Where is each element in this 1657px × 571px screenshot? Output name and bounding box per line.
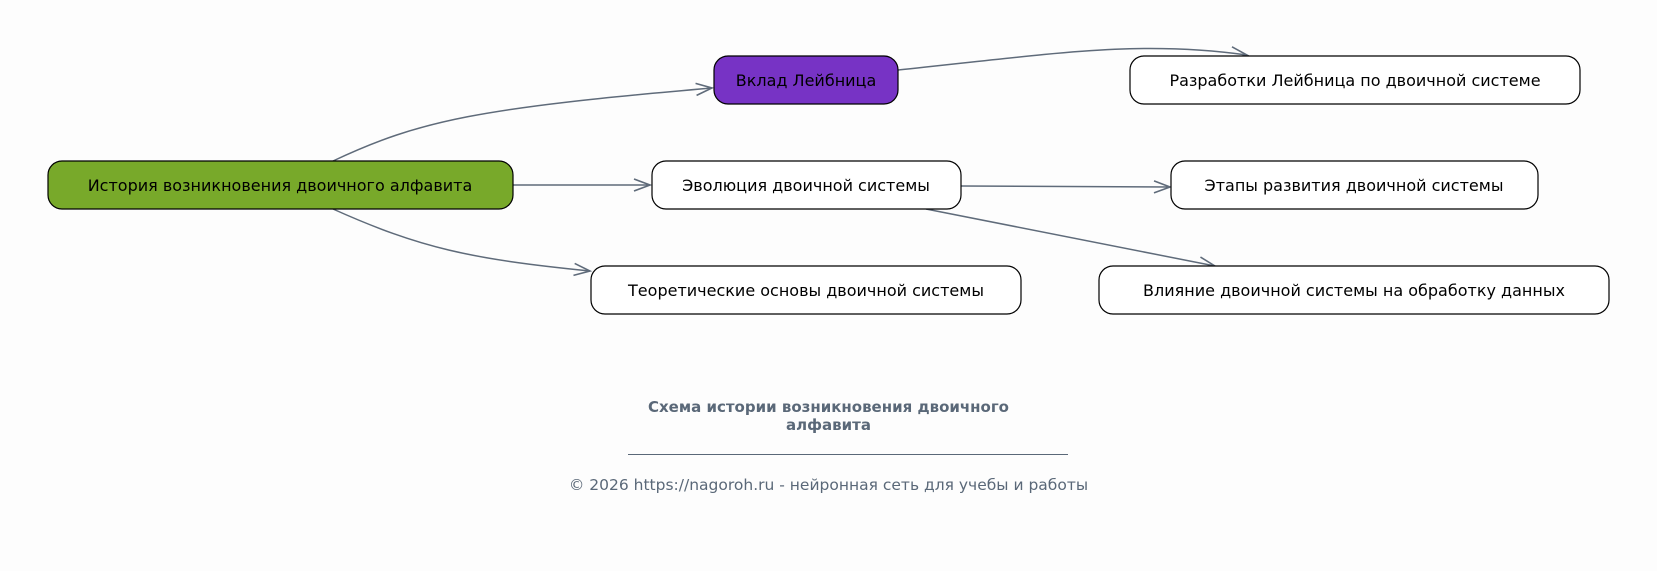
- node-evolution-label: Эволюция двоичной системы: [682, 176, 930, 195]
- node-leibniz[interactable]: Вклад Лейбница: [713, 55, 899, 105]
- node-influence[interactable]: Влияние двоичной системы на обработку да…: [1098, 265, 1610, 315]
- node-evolution[interactable]: Эволюция двоичной системы: [651, 160, 962, 210]
- node-root[interactable]: История возникновения двоичного алфавита: [47, 160, 514, 210]
- node-stages-label: Этапы развития двоичной системы: [1205, 176, 1504, 195]
- node-leibniz-work[interactable]: Разработки Лейбница по двоичной системе: [1129, 55, 1581, 105]
- node-stages[interactable]: Этапы развития двоичной системы: [1170, 160, 1539, 210]
- diagram-title: Схема истории возникновения двоичного ал…: [0, 398, 1657, 434]
- footer-copyright: © 2026 https://nagoroh.ru - нейронная се…: [568, 476, 1089, 494]
- edge-evolution-influence: [925, 208, 1215, 266]
- edge-root-theory: [332, 208, 590, 271]
- node-leibniz-work-label: Разработки Лейбница по двоичной системе: [1169, 71, 1540, 90]
- edge-leibniz-work: [897, 48, 1247, 71]
- node-theory[interactable]: Теоретические основы двоичной системы: [590, 265, 1022, 315]
- edge-evolution-stages: [960, 186, 1170, 187]
- node-leibniz-label: Вклад Лейбница: [736, 71, 877, 90]
- node-theory-label: Теоретические основы двоичной системы: [627, 281, 984, 300]
- edge-root-leibniz: [332, 88, 712, 162]
- title-divider: [628, 454, 1068, 455]
- diagram-title-text: Схема истории возникновения двоичного ал…: [647, 398, 1009, 434]
- node-root-label: История возникновения двоичного алфавита: [88, 176, 473, 195]
- node-influence-label: Влияние двоичной системы на обработку да…: [1143, 281, 1565, 300]
